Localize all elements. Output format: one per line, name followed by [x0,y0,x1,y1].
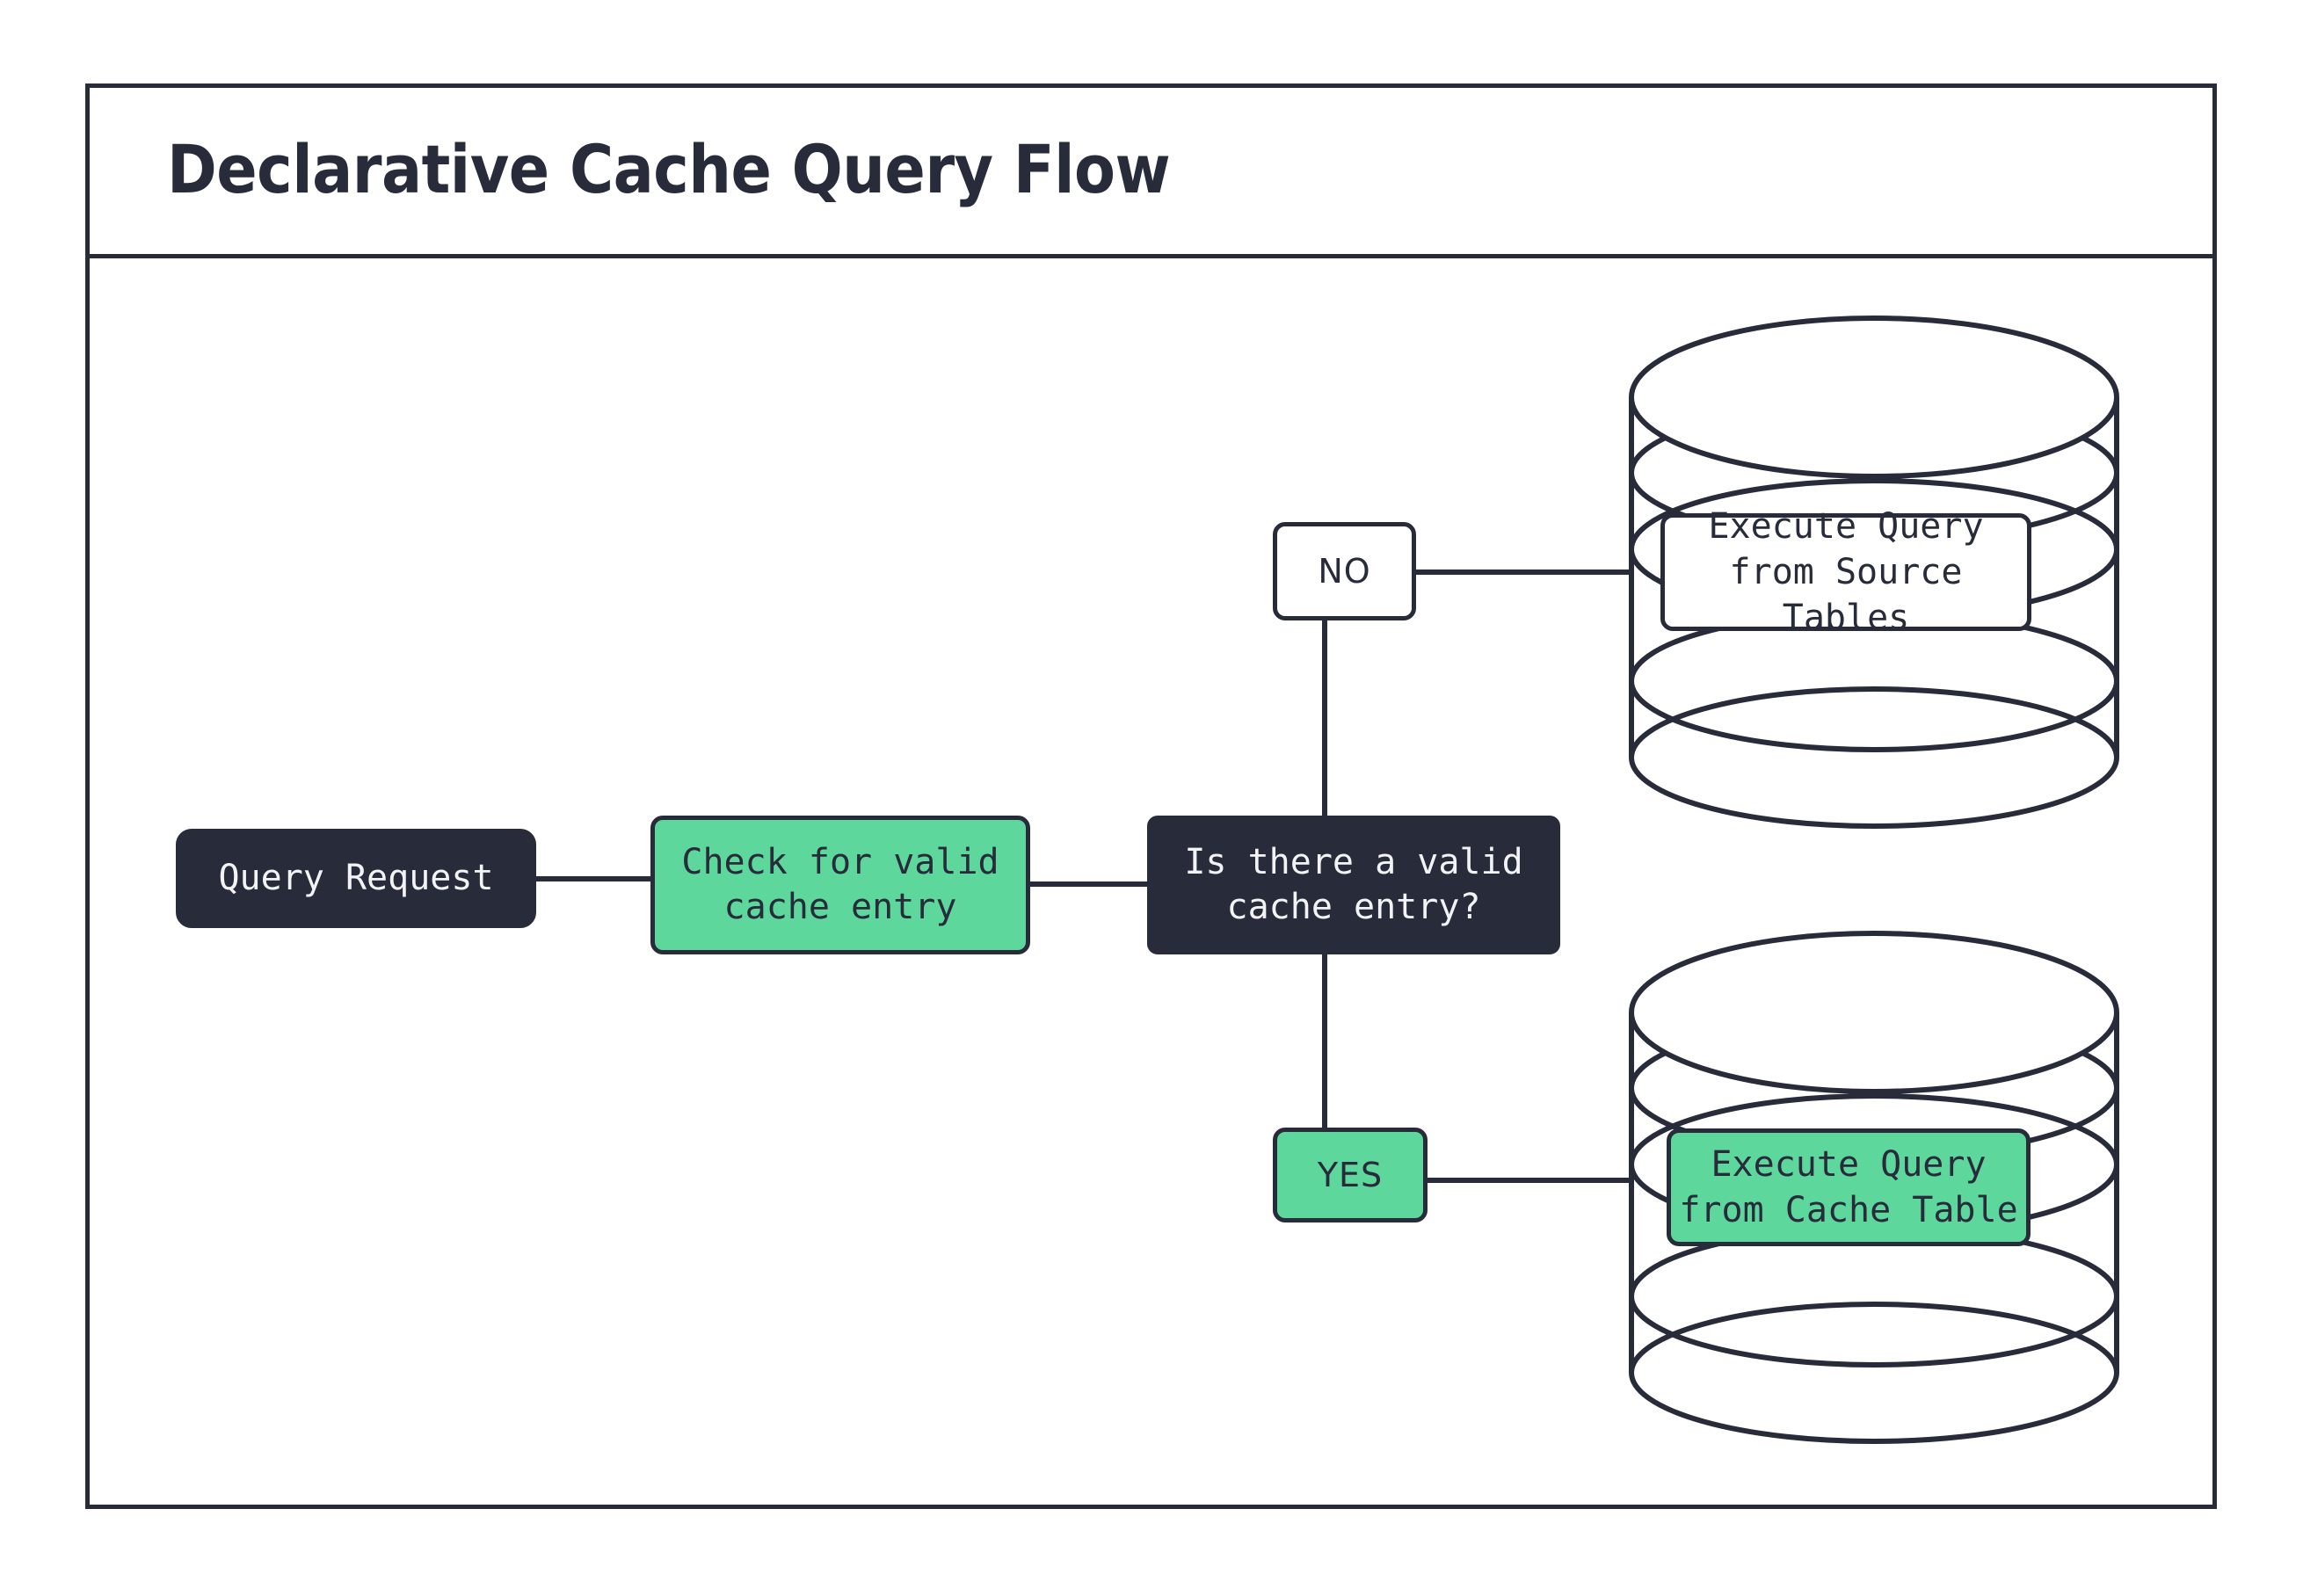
node-query-request[interactable]: Query Request [176,829,536,928]
node-execute-query-from-cache-table[interactable]: Execute Query from Cache Table [1667,1128,2031,1246]
node-execute-query-from-source-tables[interactable]: Execute Query from Source Tables [1660,506,2031,638]
node-check-for-valid-cache-entry[interactable]: Check for valid cache entry [650,816,1030,954]
diagram-header [85,83,2217,258]
branch-label-yes[interactable]: YES [1273,1128,1428,1222]
diagram-frame [85,83,2217,1509]
page-title: Declarative Cache Query Flow [167,130,1171,208]
branch-label-no[interactable]: NO [1273,522,1416,620]
node-decision-valid-cache-entry[interactable]: Is there a valid cache entry? [1147,816,1560,954]
